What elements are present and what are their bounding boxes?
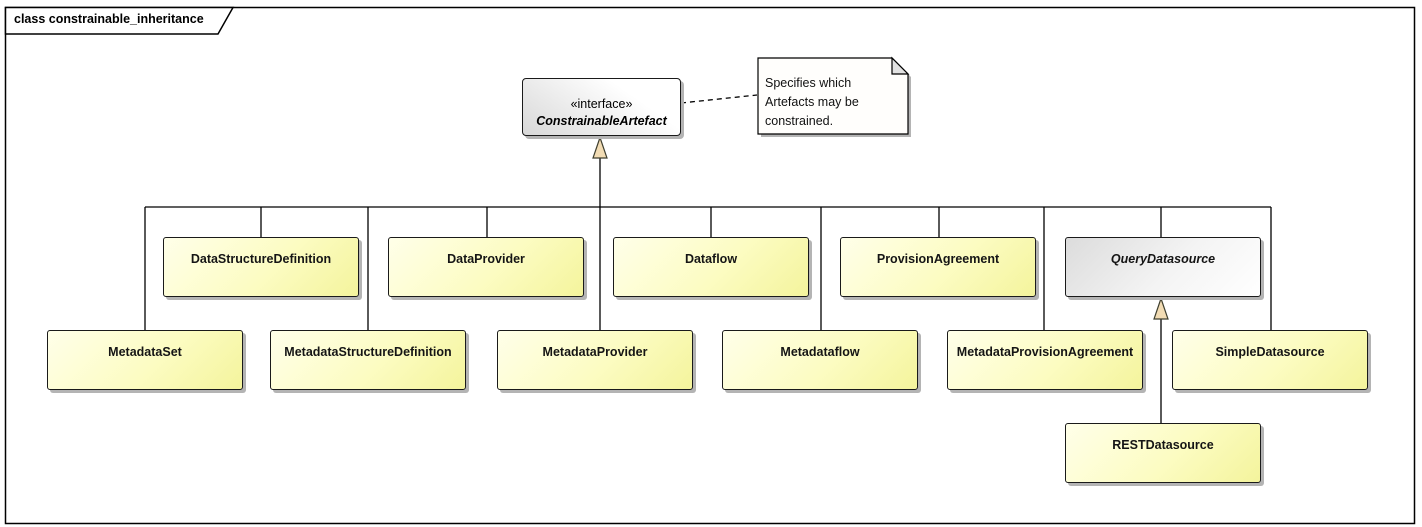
class-name-label: MetadataStructureDefinition [284, 345, 452, 359]
frame-tab [4, 6, 235, 35]
class-metadata-provision-agreement[interactable]: MetadataProvisionAgreement [947, 330, 1143, 390]
class-name-label: MetadataProvisionAgreement [956, 345, 1134, 359]
note-attachment-line[interactable] [680, 94, 758, 104]
stereotype-label: «interface» [570, 96, 633, 111]
class-name-label: RESTDatasource [1112, 438, 1214, 452]
class-data-provider[interactable]: DataProvider [388, 237, 584, 297]
class-provision-agreement[interactable]: ProvisionAgreement [840, 237, 1036, 297]
class-name-label: QueryDatasource [1110, 252, 1216, 266]
class-rest-datasource[interactable]: RESTDatasource [1065, 423, 1261, 483]
note-shape[interactable] [757, 57, 909, 135]
class-metadata-provider[interactable]: MetadataProvider [497, 330, 693, 390]
class-name-label: Metadataflow [780, 345, 860, 359]
generalization-arrowhead-query-datasource[interactable] [1153, 296, 1169, 320]
class-metadata-set[interactable]: MetadataSet [47, 330, 243, 390]
class-name-label: DataProvider [447, 252, 525, 266]
class-data-structure-definition[interactable]: DataStructureDefinition [163, 237, 359, 297]
class-metadata-structure-definition[interactable]: MetadataStructureDefinition [270, 330, 466, 390]
class-name-label: SimpleDatasource [1215, 345, 1325, 359]
class-name-label: DataStructureDefinition [190, 252, 332, 266]
class-name-label: MetadataProvider [542, 345, 648, 359]
class-dataflow[interactable]: Dataflow [613, 237, 809, 297]
interface-name-label: ConstrainableArtefact [536, 113, 667, 128]
generalization-arrowhead-constrainable-artefact[interactable] [592, 135, 608, 159]
class-name-label: Dataflow [684, 252, 738, 266]
class-simple-datasource[interactable]: SimpleDatasource [1172, 330, 1368, 390]
diagram-frame [4, 6, 1416, 525]
class-query-datasource[interactable]: QueryDatasource [1065, 237, 1261, 297]
class-name-label: ProvisionAgreement [876, 252, 1000, 266]
note-fold-corner [891, 56, 910, 75]
interface-class-constrainable-artefact[interactable]: «interface» ConstrainableArtefact [522, 78, 681, 136]
class-name-label: MetadataSet [108, 345, 182, 359]
class-metadataflow[interactable]: Metadataflow [722, 330, 918, 390]
